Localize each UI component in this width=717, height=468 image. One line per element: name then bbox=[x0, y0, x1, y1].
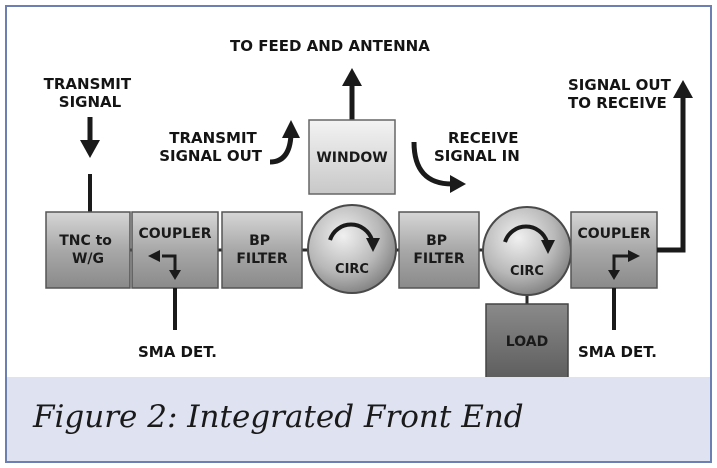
svg-text:CIRC: CIRC bbox=[510, 264, 544, 279]
tnc-to-wg-block: TNC to W/G bbox=[45, 211, 131, 289]
svg-text:LOAD: LOAD bbox=[506, 334, 548, 350]
svg-text:BP FILTER: BP FILTER bbox=[413, 233, 464, 267]
svg-text:TRANSMIT SIGNAL: TRANSMIT SIGNAL bbox=[44, 75, 137, 111]
bp-filter-left-block: BP FILTER bbox=[221, 211, 303, 289]
coupler-right-arrow-icon bbox=[612, 254, 628, 272]
to-feed-label: TO FEED AND ANTENNA bbox=[230, 37, 430, 55]
transmit-signal-input: TRANSMIT SIGNAL bbox=[44, 75, 137, 212]
signal-out-arrow-icon bbox=[657, 96, 686, 253]
bp-filter-right-block: BP FILTER bbox=[398, 211, 480, 289]
svg-text:TNC to W/G: TNC to W/G bbox=[59, 233, 117, 267]
signal-out-to-receive-label: SIGNAL OUT TO RECEIVE bbox=[568, 76, 676, 112]
transmit-out-arrow-icon bbox=[269, 133, 294, 165]
load-block: LOAD bbox=[485, 303, 569, 379]
circ-right-rotation-icon bbox=[503, 224, 549, 243]
sma-det-right-label: SMA DET. bbox=[578, 343, 657, 361]
window-block: WINDOW bbox=[308, 119, 396, 195]
svg-text:BP FILTER: BP FILTER bbox=[236, 233, 287, 267]
coupler-left-arrow-icon bbox=[162, 254, 177, 272]
transmit-signal-out-label: TRANSMIT SIGNAL OUT bbox=[159, 129, 263, 165]
caption-bar: Figure 2: Integrated Front End bbox=[7, 377, 710, 461]
receive-in-arrow-icon bbox=[411, 141, 453, 187]
svg-text:WINDOW: WINDOW bbox=[316, 150, 387, 166]
figure-caption: Figure 2: Integrated Front End bbox=[33, 399, 524, 435]
svg-text:CIRC: CIRC bbox=[335, 262, 369, 277]
circ-left-rotation-icon bbox=[328, 222, 374, 241]
sma-det-left-label: SMA DET. bbox=[138, 343, 217, 361]
coupler-left-block: COUPLER bbox=[131, 211, 219, 330]
coupler-right-block: COUPLER bbox=[570, 211, 658, 330]
circulator-left: CIRC bbox=[307, 204, 397, 294]
svg-text:COUPLER: COUPLER bbox=[138, 226, 211, 242]
svg-text:COUPLER: COUPLER bbox=[577, 226, 650, 242]
receive-signal-in-label: RECEIVE SIGNAL IN bbox=[434, 129, 524, 165]
circulator-right: CIRC bbox=[482, 206, 572, 296]
